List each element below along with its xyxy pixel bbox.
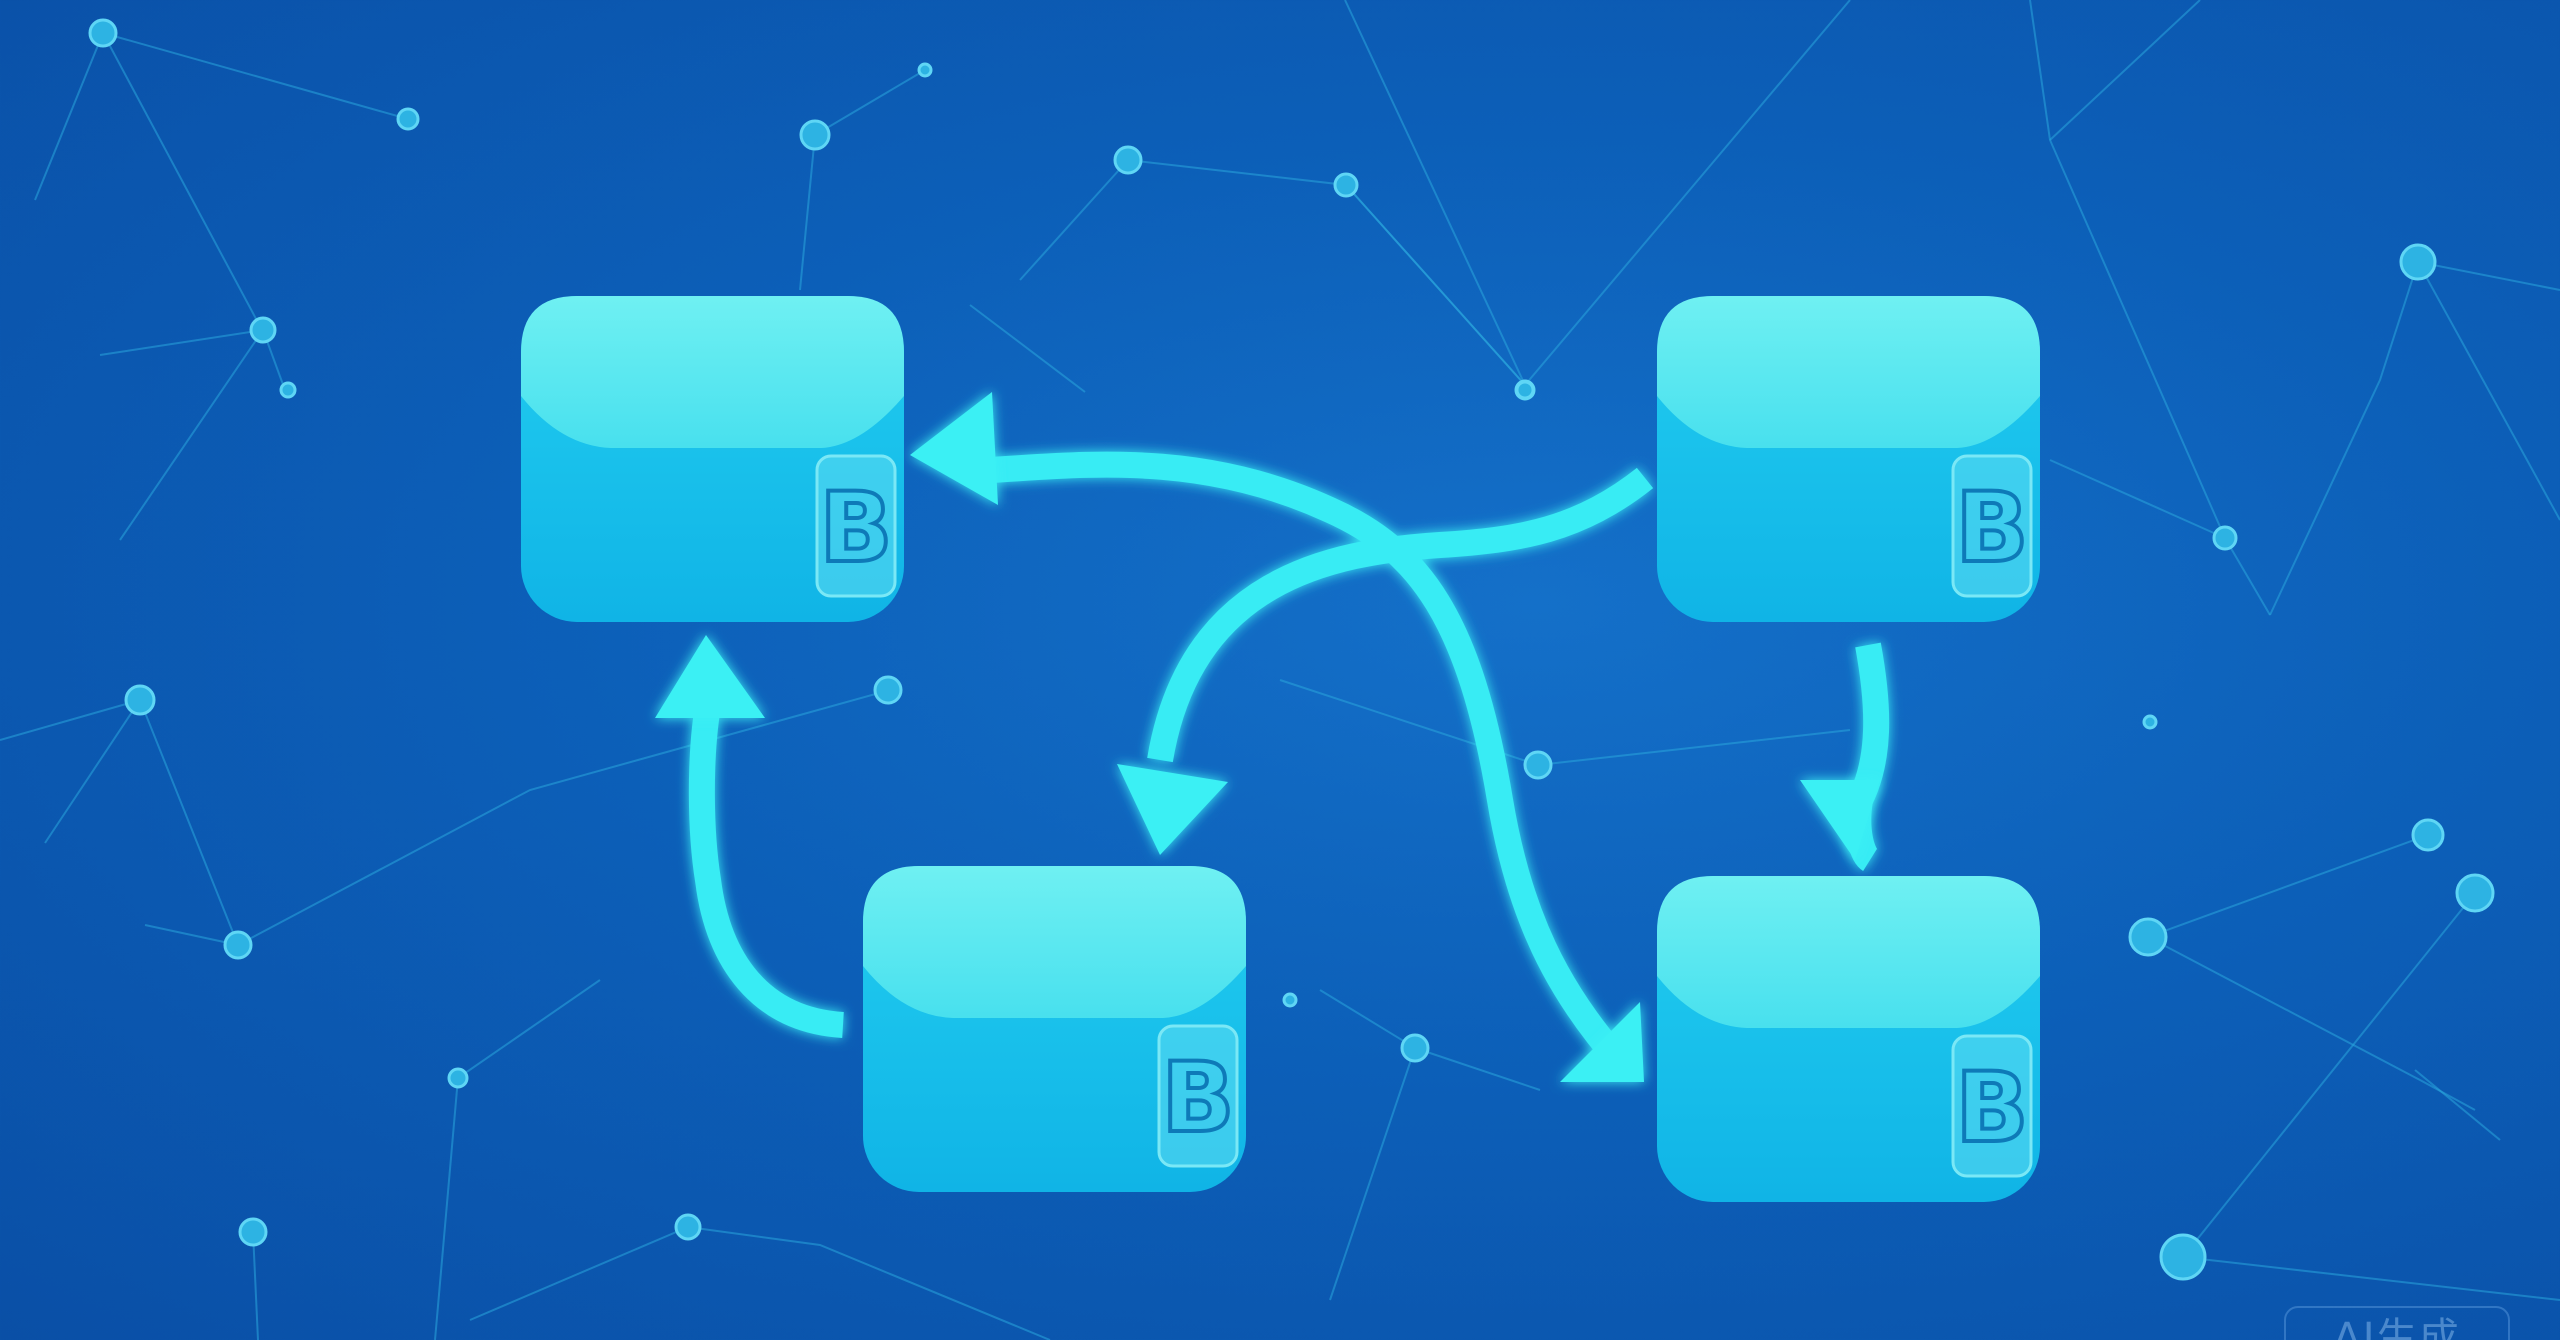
arrowhead-into-bottomright-from-top [1800,780,1880,860]
background-nodes [88,18,2495,1281]
edges [688,451,1890,1059]
arrowhead-into-bottomleft [1117,764,1228,855]
node-bottom-right: B [1657,876,2040,1202]
arrowhead-into-topleft-from-below [655,635,765,718]
node-badge: B [1955,472,2028,584]
node-top-left: B [521,296,904,622]
node-top-right: B [1657,296,2040,622]
arrowhead-into-topleft [910,392,998,505]
node-badge: B [1161,1042,1234,1154]
edge-bottomleft-to-topleft [688,710,845,1038]
node-bottom-left: B [863,866,1246,1192]
arrowhead-into-bottomright [1560,1002,1644,1082]
node-badge: B [1955,1052,2028,1164]
arrowheads [655,392,1880,1082]
ai-generated-watermark: AI生成 [2284,1306,2510,1340]
edge-topright-to-bottomleft [1147,467,1654,763]
node-badge: B [819,472,892,584]
edge-bottomright-to-topleft [989,451,1620,1059]
